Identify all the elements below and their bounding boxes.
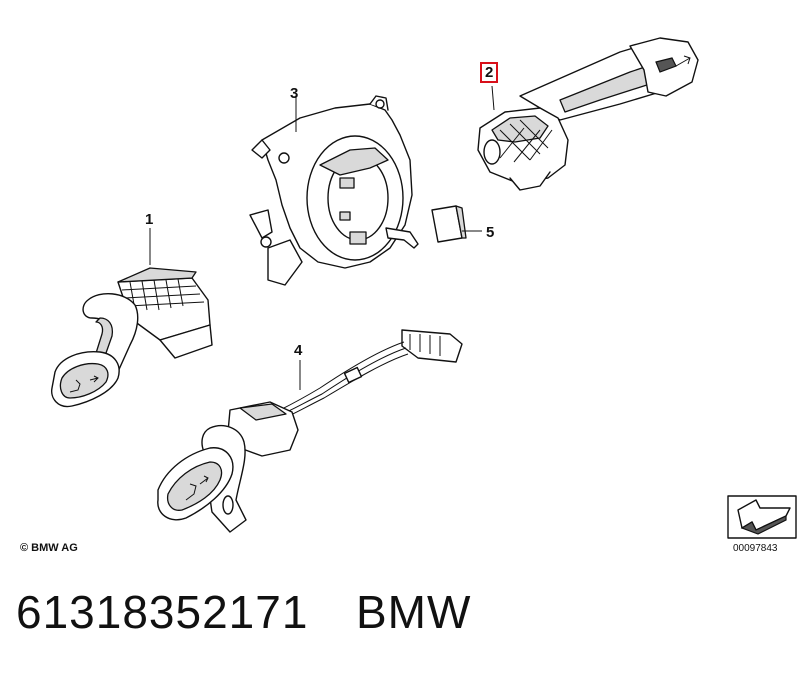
part-3-housing <box>249 95 419 286</box>
part-1-switch <box>51 228 213 408</box>
brand-name: BMW <box>356 586 472 638</box>
callout-3: 3 <box>290 85 299 102</box>
view-direction-icon <box>727 495 797 539</box>
part-5-cover <box>431 205 482 243</box>
arrow-return-icon <box>185 475 209 501</box>
callout-1: 1 <box>145 211 154 228</box>
copyright-label: © BMW AG <box>20 542 78 554</box>
callout-2-highlighted: 2 <box>480 62 499 83</box>
callout-4: 4 <box>294 342 303 359</box>
part-number: 61318352171 <box>16 586 309 638</box>
callout-5: 5 <box>486 224 495 241</box>
part-2-switch <box>477 37 699 191</box>
diagram-number: 00097843 <box>733 543 778 554</box>
arrow-return-icon <box>69 375 99 393</box>
part-4-harness <box>157 329 463 533</box>
